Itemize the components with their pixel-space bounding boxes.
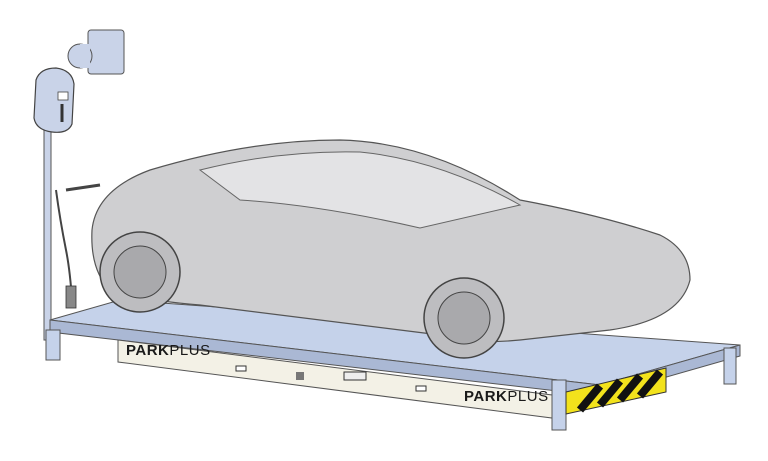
front-panel (117, 339, 553, 419)
lift-platform (45, 299, 741, 431)
brand-label-front: PARKPLUS (126, 342, 211, 359)
hazard-stripe-panel (565, 367, 667, 415)
wall-box-icon (67, 29, 125, 75)
ev-charger-icon (33, 67, 101, 341)
car-illustration (91, 139, 691, 359)
brand-label-side: PARKPLUS (464, 388, 549, 405)
